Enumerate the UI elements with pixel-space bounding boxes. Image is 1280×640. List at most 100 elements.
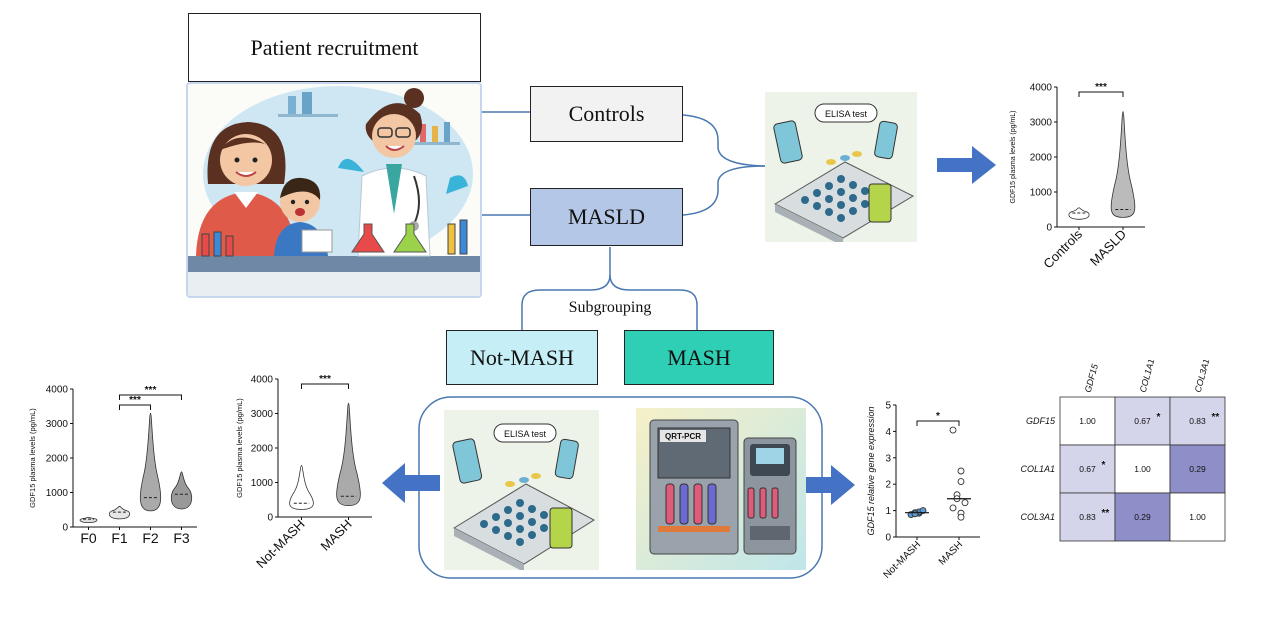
heatmap-cell [1114,444,1171,494]
heatmap-row-label: COL3A1 [1020,512,1055,522]
data-point [949,426,957,434]
significance-bracket [1078,91,1124,97]
controls-box: Controls [530,86,683,142]
y-tick-label: 2000 [251,444,274,455]
y-tick-label: 0 [267,513,273,524]
heatmap-column-label: GDF15 [1083,362,1100,394]
mash-box: MASH [624,330,774,385]
significance-bracket [119,394,182,400]
data-point [919,507,927,515]
y-tick-label: 1 [885,506,891,517]
x-tick-label: MASH [937,539,965,567]
heatmap-cell [1169,444,1226,494]
heatmap-cell-stars: ** [1212,412,1220,423]
significance-stars: *** [129,395,141,406]
data-point [911,510,919,518]
arrow-to-left-charts [382,463,440,503]
heatmap-cell [1114,396,1171,446]
heatmap-column-label: COL1A1 [1138,360,1157,394]
patient-illustration [186,82,482,298]
heatmap-cell [1059,444,1116,494]
y-axis-label: GDF15 plasma levels (pg/mL) [28,408,37,508]
y-tick-label: 3000 [46,419,69,430]
x-tick-label: Not-MASH [253,517,308,572]
x-tick-label: Not-MASH [882,539,924,581]
connector-controls-elisa [682,114,766,167]
significance-bracket [301,383,349,389]
heatmap-column-label: COL3A1 [1193,360,1212,394]
connector-masld-elisa [682,165,766,216]
patient-recruitment-box: Patient recruitment [188,13,481,82]
y-tick-label: 2000 [46,454,69,465]
x-tick-label: MASLD [1087,227,1129,269]
y-tick-label: 1000 [46,488,69,499]
heatmap-cell-value: 1.00 [1189,512,1206,522]
y-tick-label: 2 [885,480,891,491]
heatmap-cell-value: 0.29 [1134,512,1151,522]
significance-bracket [119,404,151,410]
y-tick-label: 0 [62,523,68,534]
not-mash-label: Not-MASH [470,344,574,370]
violin-shape [139,412,162,512]
y-tick-label: 4000 [251,375,274,386]
violin-shape [1068,207,1090,220]
heatmap-cell-stars: * [1102,460,1106,471]
violin-shape [336,402,361,507]
elisa-bottom-label: ELISA test [504,429,547,439]
y-tick-label: 2000 [1030,153,1053,164]
x-tick-label: F3 [173,530,190,546]
y-axis-label: GDF15 plasma levels (pg/mL) [235,398,244,498]
heatmap-cell [1059,396,1116,446]
heatmap-cell-value: 1.00 [1079,416,1096,426]
heatmap-cell-value: 0.83 [1189,416,1206,426]
data-point [949,504,957,512]
y-tick-label: 0 [1046,223,1052,234]
heatmap-cell-value: 0.67 [1134,416,1151,426]
not-mash-box: Not-MASH [446,330,598,385]
x-tick-label: F2 [142,530,159,546]
significance-bracket [916,420,960,426]
connector-subgroup-mash [609,274,698,330]
significance-stars: *** [1095,82,1107,93]
y-tick-label: 3000 [251,409,274,420]
violin-shape [289,464,314,510]
violin-shape [79,516,98,524]
violin-shape [1110,111,1136,218]
elisa-illustration-bottom: ELISA test [444,410,599,570]
data-point [961,499,969,507]
y-tick-label: 4000 [1030,83,1053,94]
heatmap-cell [1059,492,1116,542]
heatmap-row-label: GDF15 [1026,416,1056,426]
heatmap-cell [1169,492,1226,542]
y-tick-label: 4000 [46,385,69,396]
subgrouping-label: Subgrouping [568,299,652,316]
y-axis-label: GDF15 plasma levels (pg/mL) [1010,111,1017,204]
significance-stars: *** [319,374,331,385]
elisa-illustration-top: ELISA test [765,92,917,242]
significance-stars: *** [145,385,157,396]
heatmap-row-label: COL1A1 [1020,464,1055,474]
elisa-top-label: ELISA test [825,109,868,119]
qrt-pcr-illustration: QRT-PCR [636,408,806,570]
heatmap-cell-stars: ** [1102,508,1110,519]
y-tick-label: 3000 [1030,118,1053,129]
y-tick-label: 1000 [1030,188,1053,199]
connector-masld-subgroup [521,247,611,330]
y-axis-label: GDF15 relative gene expression [866,406,876,535]
heatmap-cell-stars: * [1157,412,1161,423]
x-tick-label: MASH [317,517,354,554]
data-point [957,478,965,486]
y-tick-label: 4 [885,427,891,438]
data-point [957,467,965,475]
heatmap-cell-value: 0.67 [1079,464,1096,474]
qrt-pcr-label: QRT-PCR [665,432,701,441]
heatmap-cell-value: 0.83 [1079,512,1096,522]
x-tick-label: F1 [111,530,128,546]
violin-shape [170,471,193,510]
y-tick-label: 1000 [251,478,274,489]
masld-box: MASLD [530,188,683,246]
